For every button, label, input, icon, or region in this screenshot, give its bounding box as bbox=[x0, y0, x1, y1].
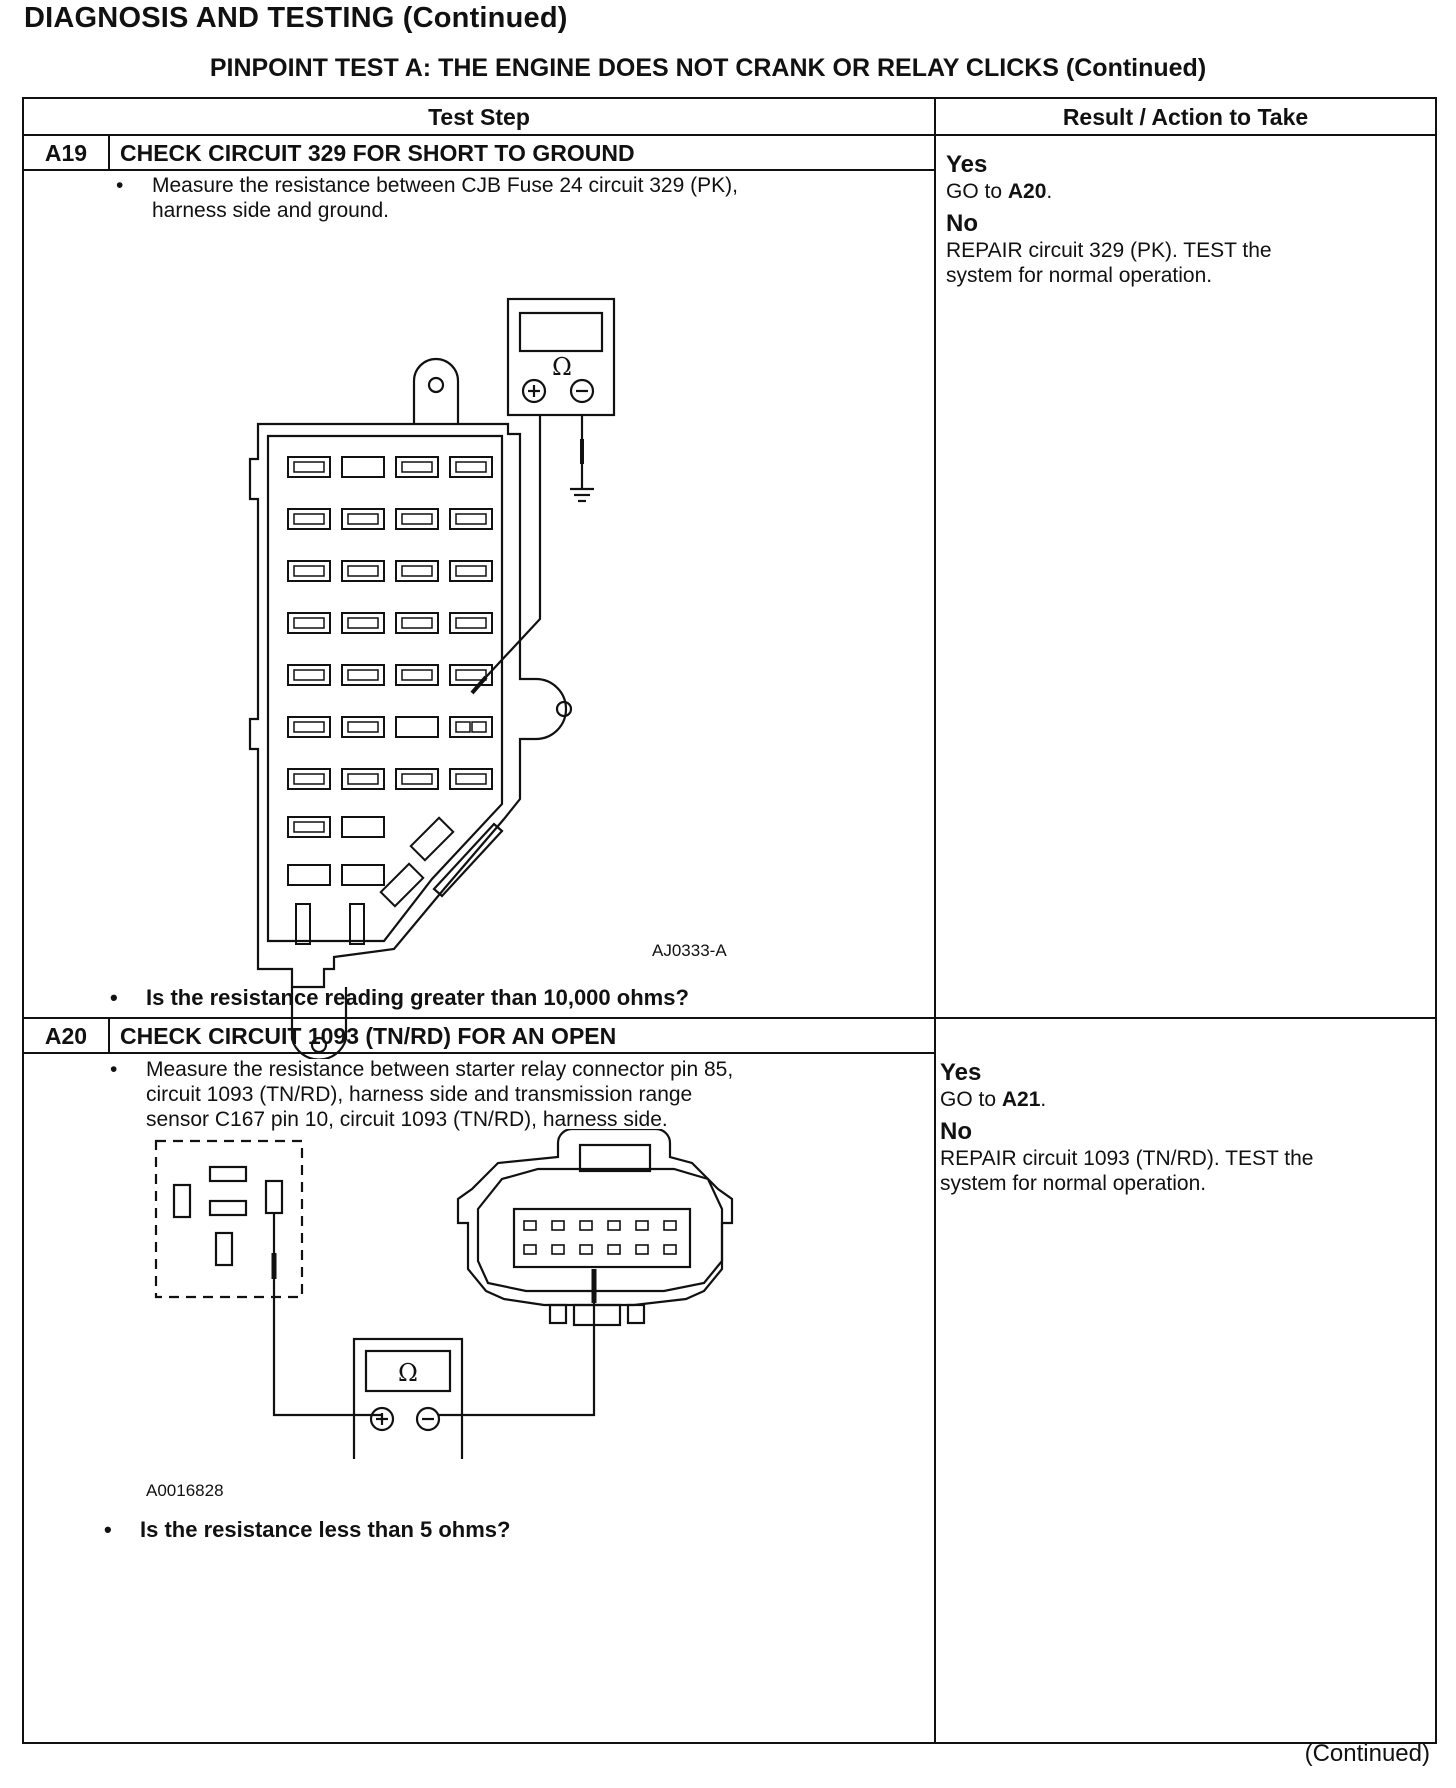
fuse-box-diagram: Ω bbox=[248, 297, 616, 1059]
step-id-divider bbox=[108, 136, 110, 170]
ohmmeter-display bbox=[518, 311, 604, 353]
minus-terminal-icon bbox=[569, 378, 595, 404]
result-column-header: Result / Action to Take bbox=[1062, 104, 1309, 130]
no-label: No bbox=[940, 1118, 972, 1145]
bullet-dot: • bbox=[110, 985, 118, 1010]
starter-relay-socket bbox=[154, 1139, 304, 1299]
figure-id: AJ0333-A bbox=[652, 941, 727, 960]
yes-action: GO to A21. bbox=[940, 1087, 1420, 1112]
yes-action-target: A21 bbox=[1001, 1088, 1041, 1111]
relay-connector-diagram: Ω bbox=[154, 1129, 734, 1459]
result-a19: Yes GO to A20. No REPAIR circuit 329 (PK… bbox=[946, 151, 1416, 288]
pinpoint-test-heading: PINPOINT TEST A: THE ENGINE DOES NOT CRA… bbox=[0, 54, 1456, 83]
yes-label: Yes bbox=[946, 151, 988, 178]
question-text: Is the resistance less than 5 ohms? bbox=[140, 1517, 511, 1542]
continued-label: (Continued) bbox=[1304, 1740, 1430, 1767]
bullet-dot: • bbox=[110, 1058, 118, 1081]
question-text: Is the resistance reading greater than 1… bbox=[146, 985, 689, 1010]
pinpoint-test-table: Test Step Result / Action to Take A19 CH… bbox=[22, 97, 1437, 1744]
page-title: DIAGNOSIS AND TESTING (Continued) bbox=[24, 2, 568, 34]
relay-lead bbox=[272, 1279, 382, 1417]
ohm-symbol: Ω bbox=[552, 353, 572, 381]
column-divider bbox=[934, 99, 936, 1742]
step-title-divider bbox=[24, 169, 934, 171]
plus-terminal-icon bbox=[521, 378, 547, 404]
minus-terminal-icon bbox=[415, 1406, 441, 1432]
step-title: CHECK CIRCUIT 1093 (TN/RD) FOR AN OPEN bbox=[120, 1023, 617, 1049]
instruction-text: Measure the resistance between starter r… bbox=[146, 1058, 734, 1131]
step-separator bbox=[24, 1017, 1435, 1019]
test-step-column-header: Test Step bbox=[428, 104, 530, 130]
relay-pin-85 bbox=[264, 1179, 284, 1215]
step-title-divider bbox=[24, 1052, 934, 1054]
step-row-a19: A19 CHECK CIRCUIT 329 FOR SHORT TO GROUN… bbox=[24, 136, 934, 170]
ohmmeter-display bbox=[364, 1349, 452, 1393]
positive-lead bbox=[485, 415, 542, 678]
yes-action-suffix: . bbox=[1046, 180, 1053, 203]
pinpoint-test-title: PINPOINT TEST A: THE ENGINE DOES NOT CRA… bbox=[209, 54, 1207, 82]
no-action: REPAIR circuit 1093 (TN/RD). TEST the sy… bbox=[940, 1147, 1314, 1195]
bullet-dot: • bbox=[116, 174, 124, 197]
ohmmeter-body bbox=[506, 297, 616, 417]
header-divider bbox=[24, 134, 1435, 136]
step-id-divider bbox=[108, 1019, 110, 1053]
no-action: REPAIR circuit 329 (PK). TEST the system… bbox=[946, 239, 1272, 287]
figure-id: A0016828 bbox=[146, 1481, 224, 1500]
connector-pin-10 bbox=[579, 1244, 593, 1255]
connector-lead bbox=[439, 1303, 596, 1417]
connector-c167 bbox=[456, 1129, 734, 1307]
fuse-box-outline bbox=[248, 422, 568, 989]
plus-terminal-icon bbox=[369, 1406, 395, 1432]
yes-action-suffix: . bbox=[1040, 1088, 1047, 1111]
yes-action-target: A20 bbox=[1007, 180, 1047, 203]
yes-action-prefix: GO to bbox=[940, 1088, 1002, 1111]
yes-action: GO to A20. bbox=[946, 179, 1416, 204]
fuse-24 bbox=[449, 716, 493, 738]
instruction-text: Measure the resistance between CJB Fuse … bbox=[152, 174, 738, 222]
yes-action-prefix: GO to bbox=[946, 180, 1008, 203]
no-label: No bbox=[946, 210, 978, 237]
bullet-dot: • bbox=[104, 1517, 112, 1542]
result-a20: Yes GO to A21. No REPAIR circuit 1093 (T… bbox=[940, 1059, 1420, 1196]
step-title: CHECK CIRCUIT 329 FOR SHORT TO GROUND bbox=[120, 140, 635, 166]
ohm-symbol: Ω bbox=[398, 1359, 418, 1387]
step-id: A20 bbox=[44, 1023, 88, 1049]
step-row-a20: A20 CHECK CIRCUIT 1093 (TN/RD) FOR AN OP… bbox=[24, 1019, 934, 1053]
ohmmeter-body bbox=[352, 1337, 464, 1459]
yes-label: Yes bbox=[940, 1059, 982, 1086]
fuse-grid bbox=[287, 456, 493, 945]
step-id: A19 bbox=[44, 140, 88, 166]
connector-pins bbox=[523, 1220, 677, 1255]
